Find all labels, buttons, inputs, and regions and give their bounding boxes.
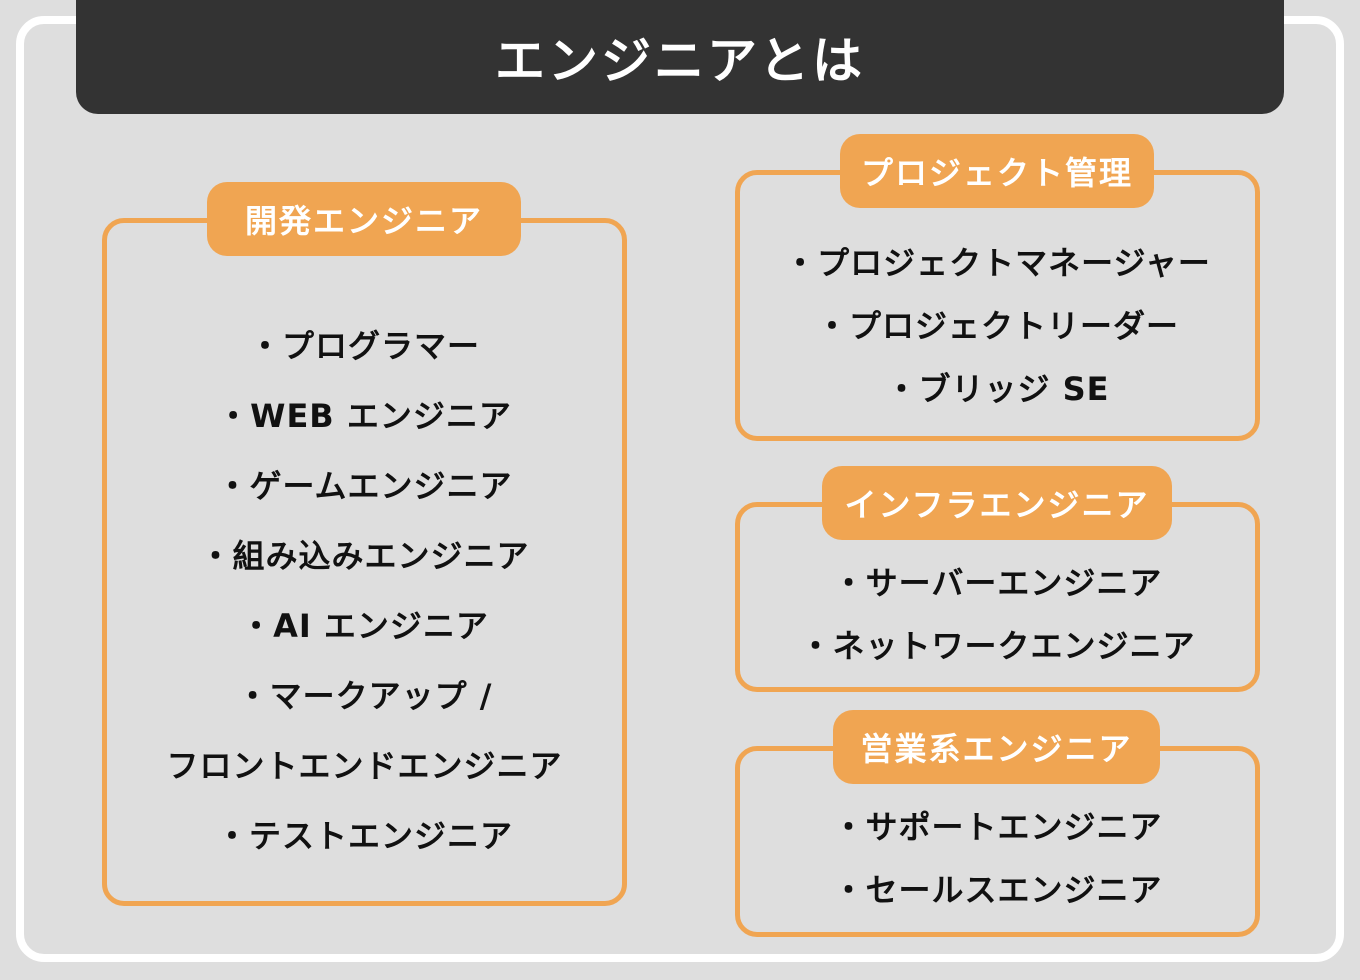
list-item: ・プロジェクトマネージャー: [784, 244, 1211, 282]
page-title: エンジニアとは: [495, 32, 865, 90]
list-item: ・組み込みエンジニア: [199, 537, 530, 575]
group-label-project-management: プロジェクト管理: [840, 134, 1154, 208]
project-management-list: ・プロジェクトマネージャー ・プロジェクトリーダー ・ブリッジ SE: [740, 232, 1255, 421]
list-item: ・セールスエンジニア: [832, 871, 1163, 909]
list-item: フロントエンドエンジニア: [166, 747, 563, 785]
header-banner: エンジニアとは: [76, 0, 1284, 114]
list-item: ・プロジェクトリーダー: [815, 307, 1179, 345]
group-label-infrastructure: インフラエンジニア: [822, 466, 1172, 540]
list-item: ・サポートエンジニア: [832, 808, 1163, 846]
list-item: ・ネットワークエンジニア: [799, 627, 1196, 665]
group-development: ・プログラマー ・WEB エンジニア ・ゲームエンジニア ・組み込みエンジニア …: [102, 218, 627, 906]
list-item: ・WEB エンジニア: [217, 397, 512, 435]
infrastructure-list: ・サーバーエンジニア ・ネットワークエンジニア: [740, 552, 1255, 678]
group-project-management: ・プロジェクトマネージャー ・プロジェクトリーダー ・ブリッジ SE: [735, 170, 1260, 441]
sales-list: ・サポートエンジニア ・セールスエンジニア: [740, 796, 1255, 922]
group-infrastructure: ・サーバーエンジニア ・ネットワークエンジニア: [735, 502, 1260, 692]
group-label-sales: 営業系エンジニア: [833, 710, 1160, 784]
list-item: ・マークアップ /: [236, 677, 493, 715]
list-item: ・サーバーエンジニア: [832, 564, 1163, 602]
list-item: ・プログラマー: [248, 327, 480, 365]
list-item: ・テストエンジニア: [215, 817, 513, 855]
group-label-development: 開発エンジニア: [207, 182, 521, 256]
list-item: ・AI エンジニア: [240, 607, 489, 645]
list-item: ・ブリッジ SE: [885, 370, 1110, 408]
development-list: ・プログラマー ・WEB エンジニア ・ゲームエンジニア ・組み込みエンジニア …: [107, 311, 622, 871]
list-item: ・ゲームエンジニア: [216, 467, 513, 505]
